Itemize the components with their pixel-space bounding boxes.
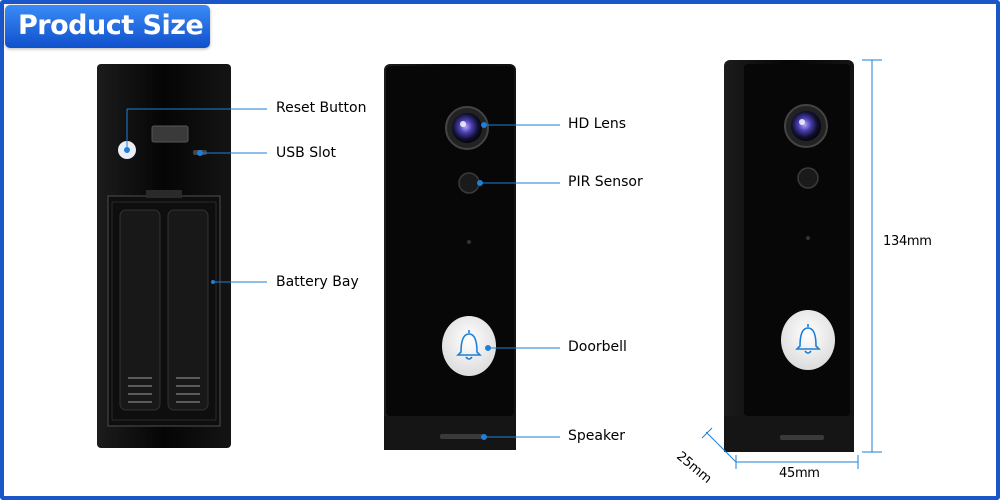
label-doorbell: Doorbell xyxy=(568,339,627,355)
label-usb-slot: USB Slot xyxy=(276,145,337,161)
doorbell-back-view xyxy=(97,64,231,448)
width-dimension-label: 45mm xyxy=(779,466,820,481)
bell-icon xyxy=(795,324,821,354)
title-badge: Product Size xyxy=(5,5,210,48)
front-view-callout-lines xyxy=(477,122,560,440)
label-speaker: Speaker xyxy=(568,428,625,444)
label-battery-bay: Battery Bay xyxy=(276,274,359,290)
hd-lens xyxy=(452,113,482,143)
dimension-lines xyxy=(701,59,882,469)
label-reset-button: Reset Button xyxy=(276,100,367,116)
bell-icon xyxy=(456,330,482,360)
doorbell-button xyxy=(442,316,496,376)
battery-cells xyxy=(119,209,209,411)
height-dimension-label: 134mm xyxy=(883,234,932,249)
pir-sensor xyxy=(458,172,480,194)
back-view-callout-lines xyxy=(124,108,267,283)
page-title: Product Size xyxy=(18,10,204,41)
doorbell-dimension-view xyxy=(724,60,854,452)
speaker-grille xyxy=(440,434,484,439)
label-hd-lens: HD Lens xyxy=(568,116,627,132)
label-pir-sensor: PIR Sensor xyxy=(568,174,643,190)
doorbell-front-view xyxy=(384,64,516,450)
